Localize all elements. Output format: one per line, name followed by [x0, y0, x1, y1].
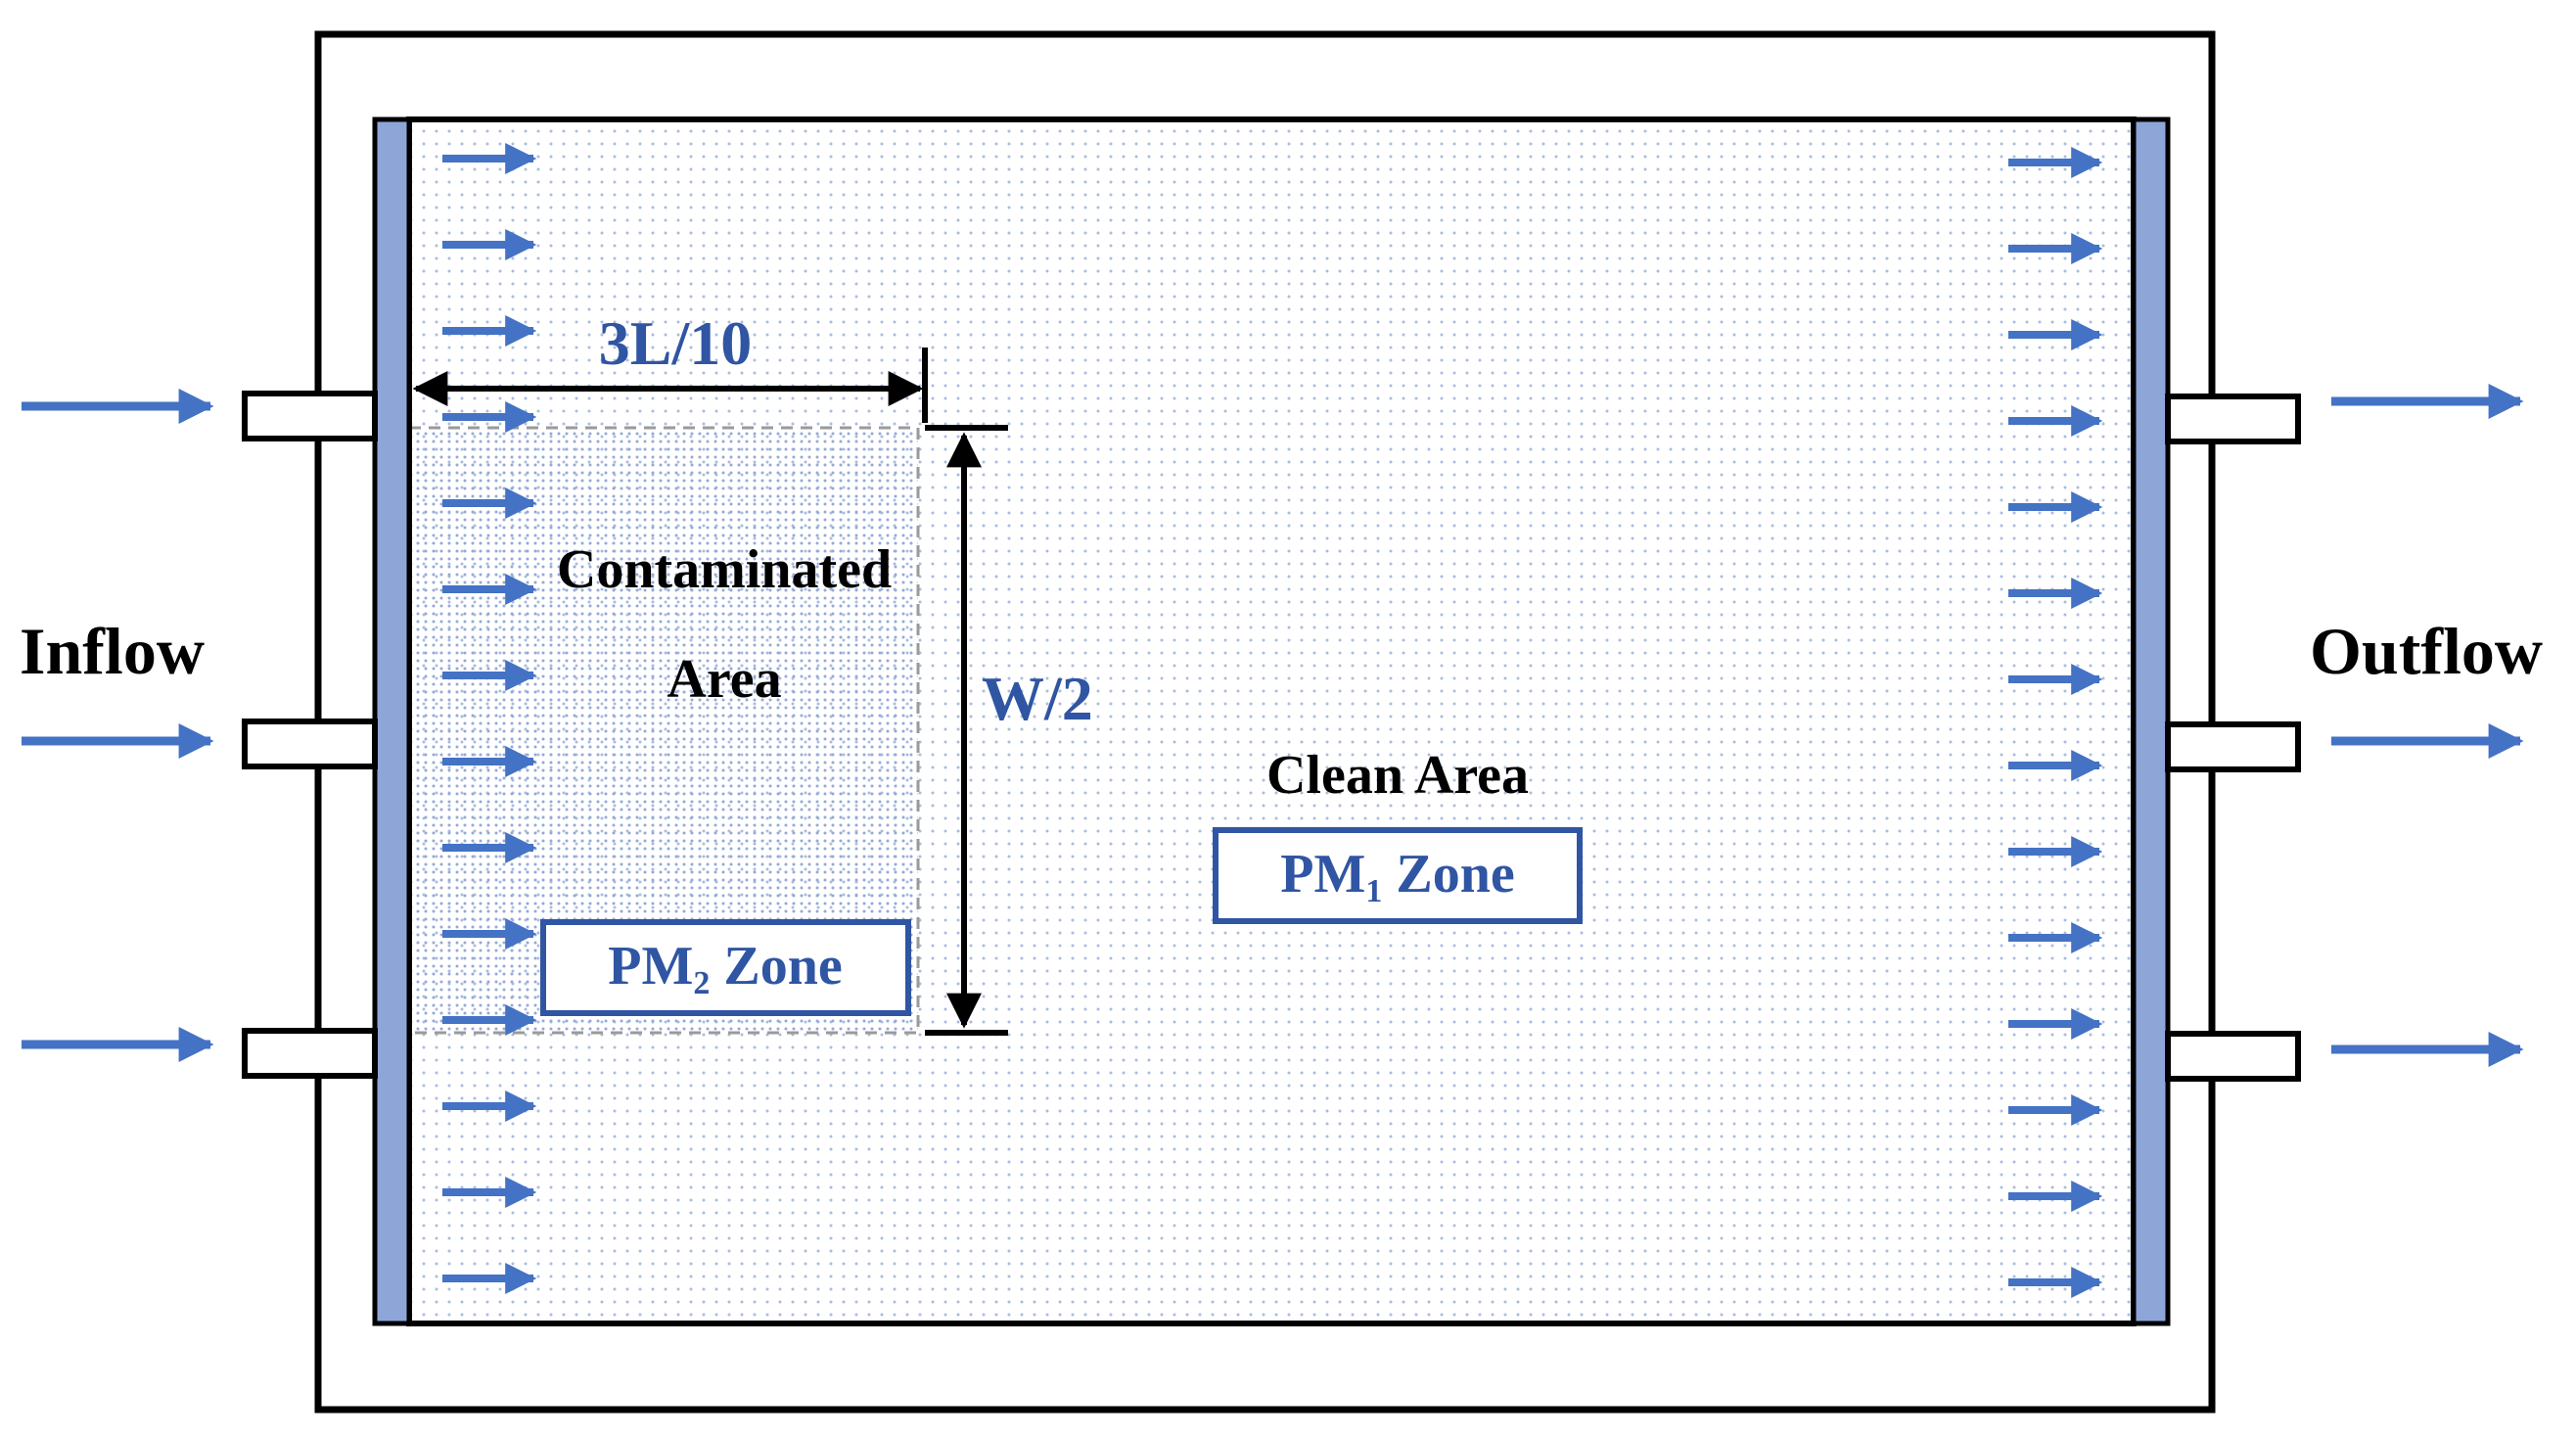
contaminated-area-label-line1: Contaminated — [557, 539, 892, 600]
pm1-zone-box — [1213, 827, 1583, 924]
outlet-pipe-bottom — [2165, 1031, 2301, 1082]
inlet-screen — [372, 116, 412, 1326]
pm2-subscript: 2 — [693, 965, 710, 1001]
width-dimension-label: W/2 — [982, 664, 1093, 733]
pm2-zone-box — [540, 919, 911, 1016]
inflow-label: Inflow — [20, 614, 205, 688]
clean-area-label: Clean Area — [1266, 745, 1529, 806]
flow-arrows-left — [442, 143, 537, 1294]
inlet-pipe-bottom — [242, 1028, 378, 1079]
inlet-pipe-top — [242, 391, 378, 441]
flow-arrows-right — [2008, 147, 2103, 1298]
length-dimension-label: 3L/10 — [599, 308, 752, 378]
pm2-gap — [710, 936, 723, 997]
pm1-prefix: PM — [1280, 844, 1365, 905]
pm2-prefix: PM — [608, 936, 693, 997]
outlet-pipe-top — [2165, 394, 2301, 444]
pm2-suffix: Zone — [723, 936, 842, 997]
pm1-subscript: 1 — [1365, 873, 1382, 909]
outlet-pipe-middle — [2165, 721, 2301, 772]
pm1-gap — [1382, 844, 1396, 905]
pm1-zone-label: PM1 Zone — [1280, 844, 1514, 909]
outlet-screen — [2131, 116, 2171, 1326]
pm1-suffix: Zone — [1396, 844, 1514, 905]
contaminated-area-label-line2: Area — [667, 649, 781, 710]
outflow-label: Outflow — [2310, 614, 2543, 688]
pm2-zone-label: PM2 Zone — [608, 936, 842, 1001]
inlet-pipe-middle — [242, 719, 378, 769]
